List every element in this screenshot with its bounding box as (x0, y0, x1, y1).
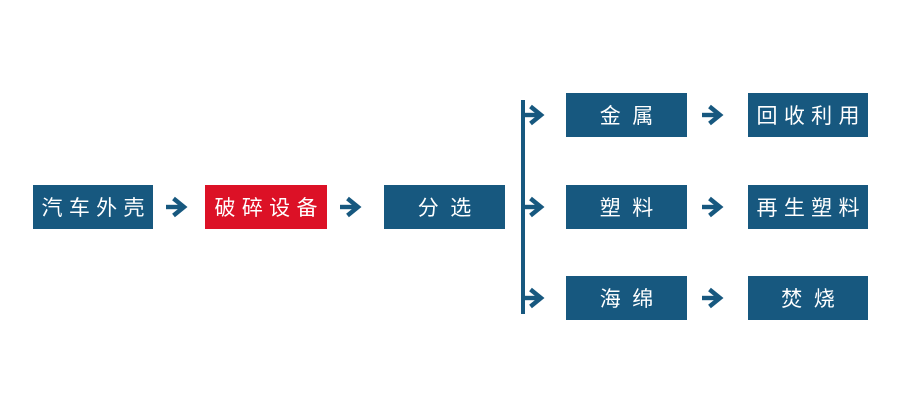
right-arrow-icon (702, 287, 724, 309)
right-arrow-icon (523, 104, 545, 126)
node-incineration: 焚烧 (748, 276, 868, 320)
right-arrow-icon (702, 104, 724, 126)
node-metal: 金属 (566, 93, 687, 137)
node-recycle-label: 回收利用 (756, 104, 866, 128)
node-sorting-label: 分选 (417, 196, 483, 220)
right-arrow-icon (166, 196, 188, 218)
node-crusher: 破碎设备 (205, 185, 327, 229)
node-sponge: 海绵 (566, 276, 687, 320)
node-sponge-label: 海绵 (599, 287, 665, 311)
node-car-shell: 汽车外壳 (33, 185, 153, 229)
node-incineration-label: 焚烧 (781, 287, 847, 311)
node-sorting: 分选 (384, 185, 505, 229)
right-arrow-icon (523, 196, 545, 218)
node-recycle: 回收利用 (748, 93, 868, 137)
node-crusher-label: 破碎设备 (214, 196, 324, 220)
node-recycled-plastic-label: 再生塑料 (756, 196, 866, 220)
node-plastic-label: 塑料 (599, 196, 665, 220)
node-car-shell-label: 汽车外壳 (41, 196, 151, 220)
node-metal-label: 金属 (599, 104, 665, 128)
node-recycled-plastic: 再生塑料 (748, 185, 868, 229)
right-arrow-icon (340, 196, 362, 218)
right-arrow-icon (523, 287, 545, 309)
node-plastic: 塑料 (566, 185, 687, 229)
right-arrow-icon (702, 196, 724, 218)
